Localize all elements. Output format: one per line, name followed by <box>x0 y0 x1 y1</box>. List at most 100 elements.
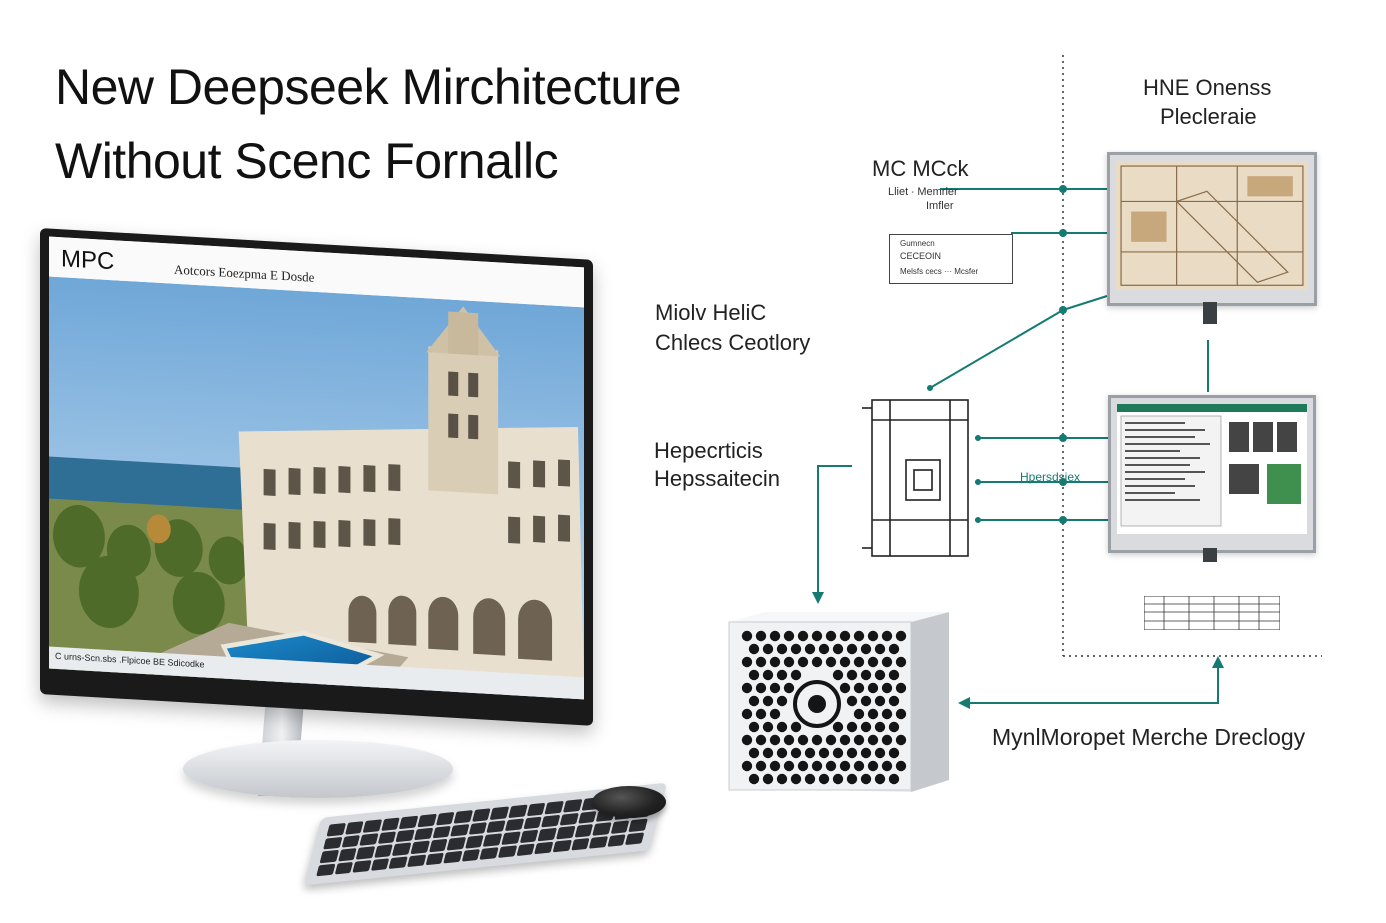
vent-hole <box>741 760 753 772</box>
vent-hole <box>755 656 767 668</box>
vent-hole <box>888 643 900 655</box>
vent-hole <box>769 734 781 746</box>
vent-hole <box>797 656 809 668</box>
vent-hole <box>755 734 767 746</box>
vent-hole <box>790 747 802 759</box>
software-monitor <box>1108 395 1316 553</box>
vent-hole <box>797 630 809 642</box>
vent-hole <box>839 630 851 642</box>
vent-hole <box>825 760 837 772</box>
vent-hole <box>762 773 774 785</box>
vent-hole <box>783 682 795 694</box>
vent-hole <box>846 643 858 655</box>
vent-hole <box>839 760 851 772</box>
vent-hole <box>748 669 760 681</box>
center-label-1-line2: Chlecs Ceotlory <box>655 330 811 355</box>
vent-hole <box>860 643 872 655</box>
plan-monitor <box>1107 152 1317 306</box>
vent-hole <box>748 747 760 759</box>
vent-hole <box>881 708 893 720</box>
vent-hole <box>762 669 774 681</box>
vent-hole <box>776 643 788 655</box>
vent-hole <box>741 734 753 746</box>
vent-hole <box>790 669 802 681</box>
vent-hole <box>741 682 753 694</box>
vent-hole <box>748 773 760 785</box>
vent-hole <box>769 708 781 720</box>
vent-hole <box>825 734 837 746</box>
spec-box-line2: CECEOIN <box>900 251 942 261</box>
vent-hole <box>755 682 767 694</box>
vent-hole <box>867 682 879 694</box>
vent-hole <box>741 656 753 668</box>
vent-hole <box>762 643 774 655</box>
vent-hole <box>881 656 893 668</box>
vent-hole <box>895 760 907 772</box>
center-label-1-line1: Miolv HeliC <box>655 300 767 325</box>
vent-hole <box>874 695 886 707</box>
vent-hole <box>762 747 774 759</box>
vent-hole <box>769 630 781 642</box>
vent-hole <box>853 760 865 772</box>
vent-hole <box>797 760 809 772</box>
vent-hole <box>867 708 879 720</box>
vent-hole <box>888 669 900 681</box>
vent-hole <box>741 708 753 720</box>
monitor-stand-base <box>183 740 453 798</box>
vent-hole <box>825 656 837 668</box>
vent-hole <box>776 747 788 759</box>
vent-hole <box>853 708 865 720</box>
center-label-2-line2: Hepssaitecin <box>654 466 780 491</box>
vent-hole <box>776 773 788 785</box>
vent-hole <box>839 682 851 694</box>
vent-hole <box>783 734 795 746</box>
vent-hole <box>888 695 900 707</box>
vent-hole <box>874 643 886 655</box>
vent-hole <box>853 630 865 642</box>
spec-box: Gumnecn CECEOIN Melsfs cecs ··· Mcsfer <box>889 234 1013 284</box>
vent-hole <box>797 734 809 746</box>
vent-hole <box>853 734 865 746</box>
vent-hole <box>846 747 858 759</box>
mcm-subtitle-2: Imfler <box>926 200 954 212</box>
vent-hole <box>783 656 795 668</box>
vent-hole <box>860 695 872 707</box>
vent-hole <box>748 721 760 733</box>
vent-hole <box>832 721 844 733</box>
vent-hole <box>755 630 767 642</box>
vent-hole <box>867 656 879 668</box>
vent-hole <box>776 721 788 733</box>
desktop-monitor: MPC Aotcors Eoezpma E Dosde <box>40 228 595 726</box>
vent-hole <box>860 747 872 759</box>
main-title-line1: New Deepseek Mirchitecture <box>55 59 682 115</box>
vent-hole <box>741 630 753 642</box>
vent-hole <box>804 747 816 759</box>
vent-hole <box>860 773 872 785</box>
floor-plan-drawing <box>862 399 969 557</box>
vent-hole <box>895 682 907 694</box>
vent-hole <box>860 669 872 681</box>
server-cube <box>728 612 949 792</box>
vent-hole <box>762 695 774 707</box>
bottom-label: MynlMoropet Merche Dreclogy <box>992 724 1306 750</box>
site-plan-image <box>1116 161 1308 291</box>
vent-hole <box>881 760 893 772</box>
software-monitor-stand <box>1203 548 1217 562</box>
vent-hole <box>748 643 760 655</box>
vent-hole <box>832 747 844 759</box>
vent-hole <box>811 656 823 668</box>
vent-hole <box>804 643 816 655</box>
vent-hole <box>895 734 907 746</box>
mcm-subtitle-1: Lliet ∙ Memrler <box>888 186 958 198</box>
monitor-screen: MPC Aotcors Eoezpma E Dosde <box>49 236 584 700</box>
vent-hole <box>888 721 900 733</box>
spec-box-line3: Melsfs cecs ··· Mcsfer <box>900 267 979 276</box>
top-right-title-2: Plecleraie <box>1160 104 1257 129</box>
vent-hole <box>846 695 858 707</box>
vent-hole <box>881 630 893 642</box>
spec-box-line1: Gumnecn <box>900 239 935 248</box>
wire-label: Hpersdsiex <box>1020 470 1081 484</box>
vent-hole <box>895 656 907 668</box>
plan-monitor-stand <box>1203 302 1217 324</box>
vent-hole <box>853 682 865 694</box>
